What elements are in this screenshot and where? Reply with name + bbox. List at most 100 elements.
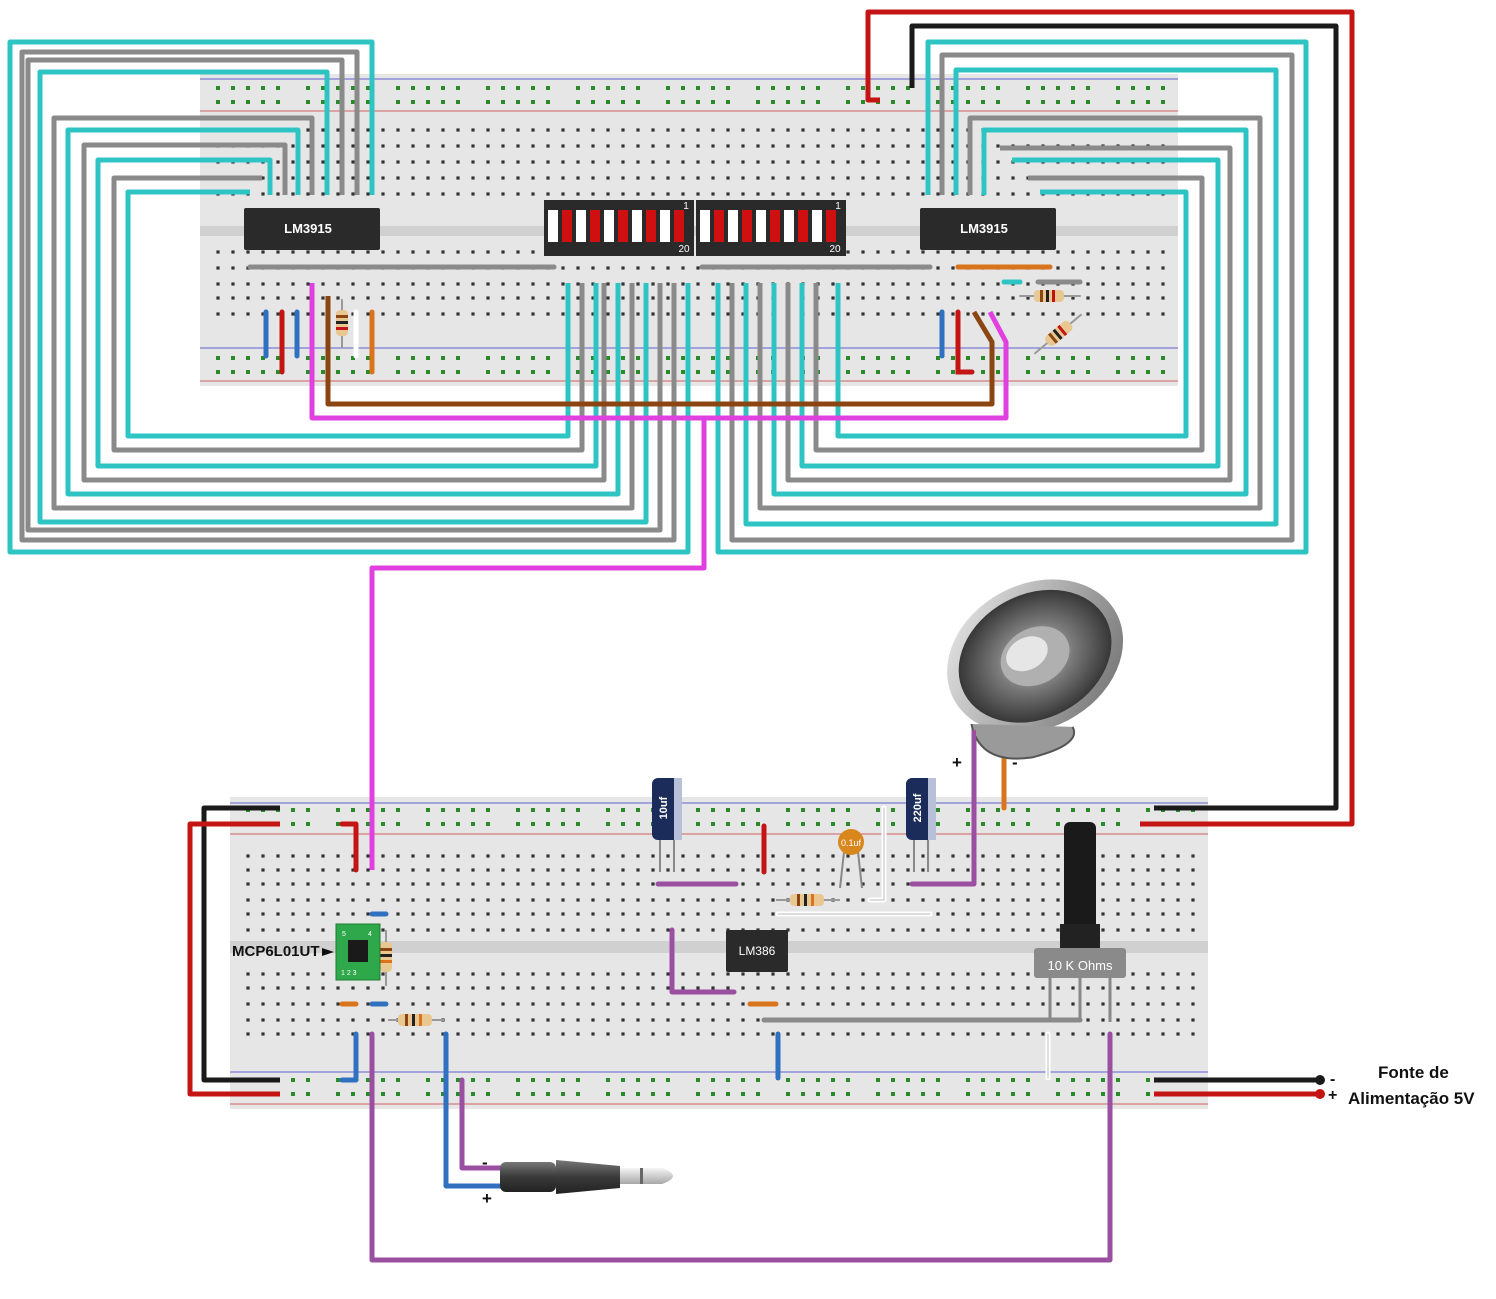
breadboard-hole bbox=[936, 854, 940, 858]
breadboard-hole bbox=[756, 822, 760, 826]
breadboard-hole bbox=[1011, 854, 1015, 858]
breadboard-hole bbox=[321, 854, 325, 858]
breadboard-hole bbox=[906, 1032, 910, 1036]
breadboard-hole bbox=[711, 192, 715, 196]
breadboard-hole bbox=[1026, 86, 1030, 90]
breadboard-hole bbox=[786, 868, 790, 872]
breadboard-hole bbox=[1056, 928, 1060, 932]
breadboard-hole bbox=[786, 928, 790, 932]
breadboard-hole bbox=[516, 1002, 520, 1006]
breadboard-hole bbox=[1131, 1018, 1135, 1022]
breadboard-hole bbox=[951, 1032, 955, 1036]
breadboard-hole bbox=[261, 868, 265, 872]
breadboard-hole bbox=[1161, 1002, 1165, 1006]
breadboard-hole bbox=[996, 822, 1000, 826]
breadboard-hole bbox=[1116, 928, 1120, 932]
breadboard-hole bbox=[681, 176, 685, 180]
breadboard-hole bbox=[426, 356, 430, 360]
breadboard-hole bbox=[591, 370, 595, 374]
breadboard-hole bbox=[501, 912, 505, 916]
breadboard-hole bbox=[441, 854, 445, 858]
breadboard-hole bbox=[996, 86, 1000, 90]
breadboard-hole bbox=[786, 1032, 790, 1036]
breadboard-hole bbox=[861, 972, 865, 976]
breadboard-hole bbox=[471, 972, 475, 976]
breadboard-hole bbox=[1146, 1092, 1150, 1096]
breadboard-hole bbox=[471, 282, 475, 286]
breadboard-hole bbox=[816, 822, 820, 826]
breadboard-hole bbox=[1161, 312, 1165, 316]
breadboard-hole bbox=[1131, 296, 1135, 300]
breadboard-hole bbox=[666, 1092, 670, 1096]
breadboard-hole bbox=[591, 160, 595, 164]
breadboard-hole bbox=[1056, 868, 1060, 872]
breadboard-hole bbox=[1026, 192, 1030, 196]
pot-label: 10 K Ohms bbox=[1047, 958, 1113, 973]
breadboard-hole bbox=[651, 144, 655, 148]
breadboard-hole bbox=[1071, 312, 1075, 316]
breadboard-hole bbox=[291, 808, 295, 812]
breadboard-hole bbox=[276, 282, 280, 286]
breadboard-hole bbox=[531, 868, 535, 872]
breadboard-hole bbox=[306, 160, 310, 164]
breadboard-hole bbox=[936, 1002, 940, 1006]
breadboard-hole bbox=[486, 296, 490, 300]
breadboard-hole bbox=[501, 370, 505, 374]
breadboard-hole bbox=[216, 356, 220, 360]
breadboard-hole bbox=[711, 1002, 715, 1006]
breadboard-hole bbox=[876, 370, 880, 374]
breadboard-hole bbox=[726, 1078, 730, 1082]
breadboard-hole bbox=[216, 282, 220, 286]
breadboard-hole bbox=[966, 1032, 970, 1036]
potentiometer-icon: 10 K Ohms bbox=[1034, 822, 1126, 1022]
breadboard-hole bbox=[1026, 370, 1030, 374]
breadboard-hole bbox=[246, 312, 250, 316]
breadboard-hole bbox=[621, 1032, 625, 1036]
breadboard-hole bbox=[321, 356, 325, 360]
breadboard-hole bbox=[306, 1078, 310, 1082]
breadboard-hole bbox=[486, 144, 490, 148]
breadboard-hole bbox=[381, 972, 385, 976]
breadboard-hole bbox=[1011, 928, 1015, 932]
breadboard-hole bbox=[456, 1092, 460, 1096]
breadboard-hole bbox=[906, 282, 910, 286]
breadboard-hole bbox=[261, 100, 265, 104]
breadboard-hole bbox=[336, 1002, 340, 1006]
breadboard-hole bbox=[456, 868, 460, 872]
breadboard-hole bbox=[846, 986, 850, 990]
breadboard-hole bbox=[246, 868, 250, 872]
breadboard-hole bbox=[1116, 1002, 1120, 1006]
breadboard-hole bbox=[606, 282, 610, 286]
breadboard-hole bbox=[546, 928, 550, 932]
breadboard-hole bbox=[246, 250, 250, 254]
resistor bbox=[388, 1014, 444, 1026]
breadboard-hole bbox=[861, 160, 865, 164]
breadboard-hole bbox=[366, 282, 370, 286]
breadboard-hole bbox=[831, 1032, 835, 1036]
breadboard-hole bbox=[351, 868, 355, 872]
breadboard-hole bbox=[1071, 1092, 1075, 1096]
breadboard-hole bbox=[1026, 912, 1030, 916]
breadboard-hole bbox=[1011, 250, 1015, 254]
breadboard-hole bbox=[246, 1018, 250, 1022]
svg-text:4: 4 bbox=[368, 931, 372, 938]
breadboard-hole bbox=[486, 312, 490, 316]
breadboard-hole bbox=[936, 356, 940, 360]
breadboard-hole bbox=[1191, 928, 1195, 932]
breadboard-hole bbox=[726, 986, 730, 990]
breadboard-hole bbox=[396, 1002, 400, 1006]
psu-plus: + bbox=[1328, 1087, 1337, 1104]
breadboard-hole bbox=[621, 192, 625, 196]
breadboard-hole bbox=[291, 898, 295, 902]
breadboard-hole bbox=[336, 912, 340, 916]
breadboard-hole bbox=[786, 86, 790, 90]
breadboard-hole bbox=[1011, 1002, 1015, 1006]
breadboard-hole bbox=[576, 1092, 580, 1096]
breadboard-hole bbox=[261, 986, 265, 990]
breadboard-hole bbox=[321, 912, 325, 916]
breadboard-hole bbox=[1026, 868, 1030, 872]
breadboard-hole bbox=[711, 1018, 715, 1022]
wire-gray bbox=[813, 175, 1205, 453]
breadboard-hole bbox=[696, 296, 700, 300]
breadboard-hole bbox=[1086, 1018, 1090, 1022]
